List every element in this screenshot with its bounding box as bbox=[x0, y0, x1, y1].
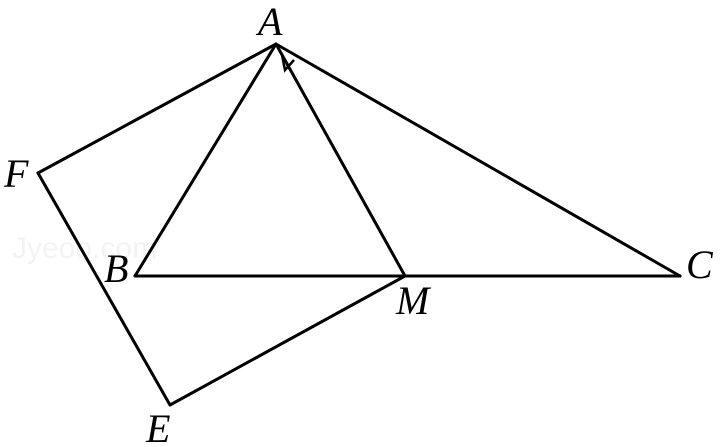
label-b: B bbox=[104, 246, 128, 291]
label-f: F bbox=[3, 151, 29, 196]
label-a: A bbox=[255, 0, 283, 44]
label-c: C bbox=[686, 242, 714, 287]
watermark: Jyeoo.com bbox=[12, 232, 157, 265]
label-e: E bbox=[145, 406, 170, 447]
right-angle-mark bbox=[280, 54, 295, 73]
segment-ac bbox=[274, 42, 682, 278]
segment-am bbox=[274, 42, 407, 278]
segment-af bbox=[36, 42, 278, 175]
label-m: M bbox=[395, 278, 432, 323]
segment-em bbox=[168, 274, 407, 407]
segment-ab bbox=[133, 42, 278, 278]
segment-fe bbox=[36, 171, 172, 407]
